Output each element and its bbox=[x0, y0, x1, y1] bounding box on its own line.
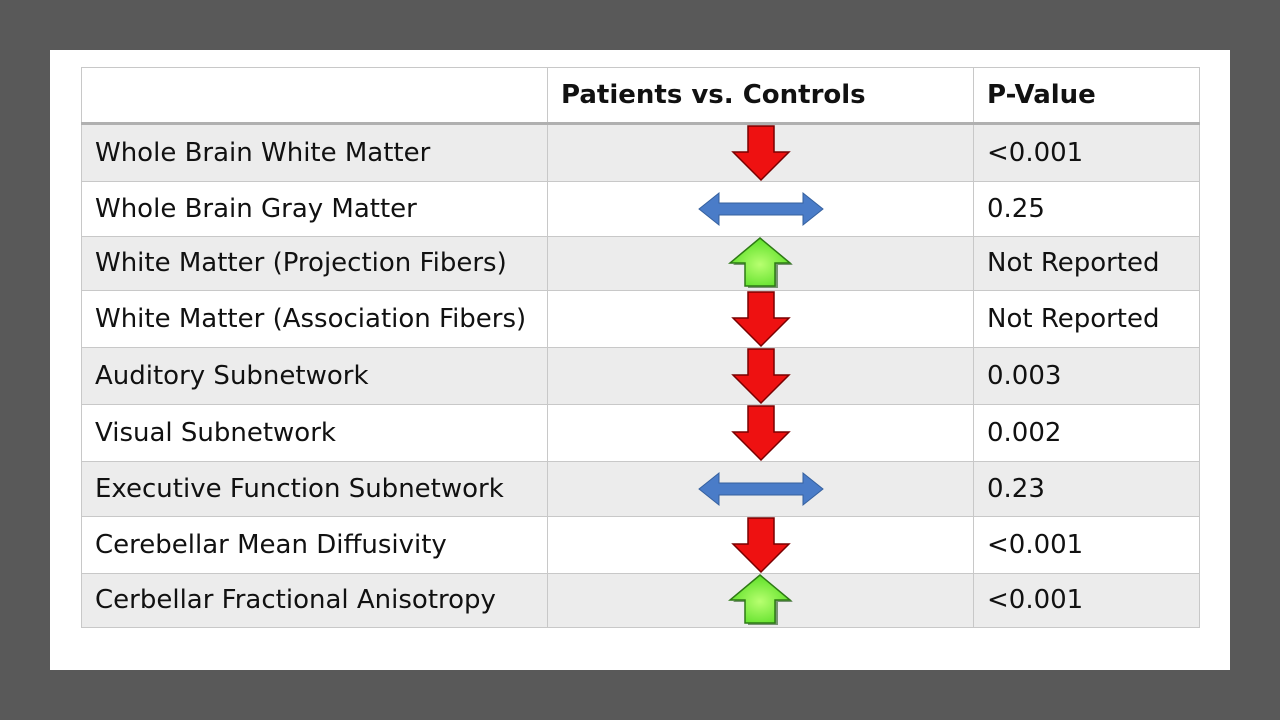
direction-cell bbox=[547, 347, 974, 405]
table-row: Auditory Subnetwork 0.003 bbox=[81, 347, 1200, 405]
measure-cell: Whole Brain Gray Matter bbox=[81, 181, 548, 237]
red-down-arrow-icon bbox=[730, 291, 791, 347]
direction-cell bbox=[547, 235, 974, 291]
direction-cell bbox=[547, 404, 974, 462]
direction-cell bbox=[547, 515, 974, 574]
measure-cell: Executive Function Subnetwork bbox=[81, 461, 548, 517]
table-row: Cerbellar Fractional Anisotropy <0.001 bbox=[81, 572, 1200, 628]
header-measure bbox=[81, 67, 548, 125]
table-row: Whole Brain White Matter <0.001 bbox=[81, 123, 1200, 182]
direction-cell bbox=[547, 572, 974, 628]
slide: Patients vs. Controls P-Value Whole Brai… bbox=[50, 50, 1230, 670]
green-up-arrow-icon bbox=[727, 574, 793, 626]
header-p-value: P-Value bbox=[973, 67, 1200, 125]
p-value-cell: Not Reported bbox=[973, 290, 1200, 348]
blue-double-arrow-icon bbox=[697, 191, 824, 226]
p-value-cell: <0.001 bbox=[973, 123, 1200, 182]
table-row: White Matter (Association Fibers) Not Rep… bbox=[81, 290, 1200, 348]
blue-double-arrow-icon bbox=[697, 471, 824, 506]
measure-cell: Visual Subnetwork bbox=[81, 404, 548, 462]
table-row: Cerebellar Mean Diffusivity <0.001 bbox=[81, 515, 1200, 574]
p-value-cell: 0.23 bbox=[973, 461, 1200, 517]
p-value-cell: 0.003 bbox=[973, 347, 1200, 405]
header-patients-vs-controls: Patients vs. Controls bbox=[547, 67, 974, 125]
red-down-arrow-icon bbox=[730, 348, 791, 404]
header-row: Patients vs. Controls P-Value bbox=[81, 67, 1200, 125]
measure-cell: White Matter (Projection Fibers) bbox=[81, 235, 548, 291]
measure-cell: Cerebellar Mean Diffusivity bbox=[81, 515, 548, 574]
p-value-cell: Not Reported bbox=[973, 235, 1200, 291]
measure-cell: Auditory Subnetwork bbox=[81, 347, 548, 405]
direction-cell bbox=[547, 181, 974, 237]
red-down-arrow-icon bbox=[730, 517, 791, 572]
red-down-arrow-icon bbox=[730, 125, 791, 181]
red-down-arrow-icon bbox=[730, 405, 791, 461]
p-value-cell: 0.002 bbox=[973, 404, 1200, 462]
p-value-cell: 0.25 bbox=[973, 181, 1200, 237]
measure-cell: Cerbellar Fractional Anisotropy bbox=[81, 572, 548, 628]
direction-cell bbox=[547, 123, 974, 182]
measure-cell: Whole Brain White Matter bbox=[81, 123, 548, 182]
table-row: Visual Subnetwork 0.002 bbox=[81, 404, 1200, 462]
comparison-table: Patients vs. Controls P-Value Whole Brai… bbox=[81, 67, 1200, 628]
table-row: Executive Function Subnetwork 0.23 bbox=[81, 461, 1200, 517]
p-value-cell: <0.001 bbox=[973, 572, 1200, 628]
p-value-cell: <0.001 bbox=[973, 515, 1200, 574]
table-row: White Matter (Projection Fibers) Not Repo… bbox=[81, 235, 1200, 291]
direction-cell bbox=[547, 461, 974, 517]
green-up-arrow-icon bbox=[727, 237, 793, 289]
table-row: Whole Brain Gray Matter 0.25 bbox=[81, 181, 1200, 237]
direction-cell bbox=[547, 290, 974, 348]
measure-cell: White Matter (Association Fibers) bbox=[81, 290, 548, 348]
